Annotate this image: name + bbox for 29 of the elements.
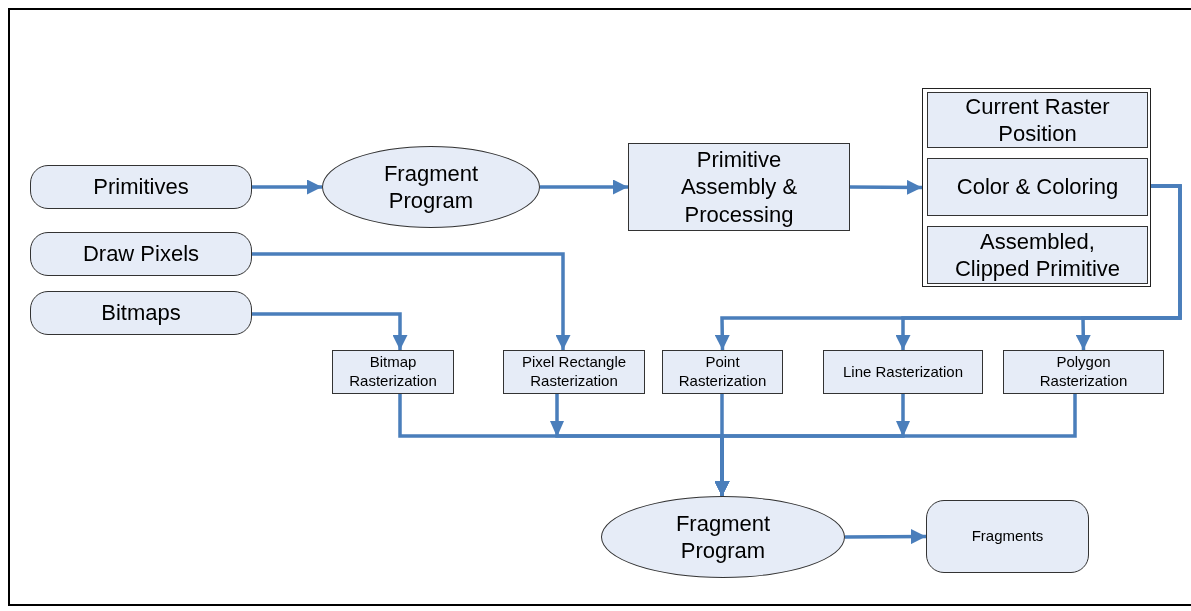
node-label: Color & Coloring [956, 173, 1119, 201]
node-label: Fragment Program [674, 509, 772, 565]
process-box [927, 158, 1148, 216]
process-box [927, 226, 1148, 284]
terminal-box [30, 291, 252, 335]
node-label: Fragments [971, 527, 1044, 546]
node-label: Line Rasterization [842, 362, 964, 382]
terminal-box [30, 165, 252, 209]
process-box [628, 143, 850, 231]
node-label: Bitmap Rasterization [348, 353, 438, 391]
process-box [1003, 350, 1164, 394]
process-box [823, 350, 983, 394]
node-label: Current Raster Position [964, 92, 1111, 148]
node-label: Pixel Rectangle Rasterization [520, 353, 628, 391]
node-label: Bitmaps [101, 299, 181, 327]
process-box [927, 92, 1148, 148]
node-label: Draw Pixels [82, 240, 200, 268]
terminal-box [926, 500, 1089, 573]
process-box [503, 350, 645, 394]
process-box [332, 350, 454, 394]
node-label: Point Rasterization [677, 353, 768, 391]
node-label: Primitive Assembly & Processing [679, 145, 799, 229]
node-label: Fragment Program [382, 159, 480, 215]
terminal-box [30, 232, 252, 276]
node-label: Polygon Rasterization [1038, 353, 1129, 391]
process-box [662, 350, 783, 394]
group-box [922, 88, 1151, 287]
node-label: Assembled, Clipped Primitive [953, 227, 1122, 283]
node-label: Primitives [93, 173, 189, 201]
